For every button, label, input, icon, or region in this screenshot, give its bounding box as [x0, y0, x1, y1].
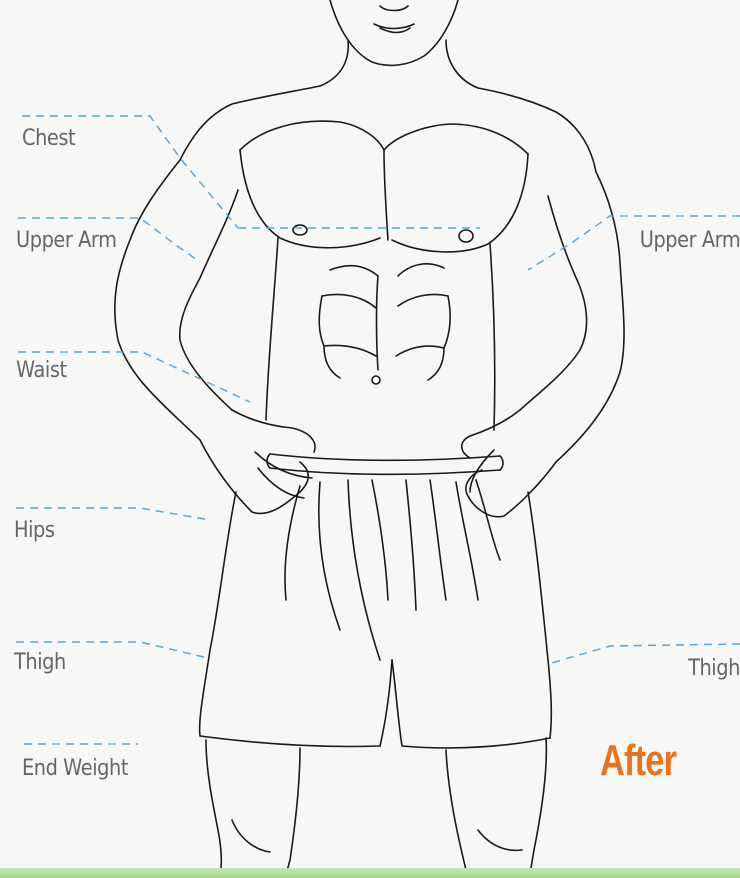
end-weight-label: End Weight: [22, 756, 128, 781]
thigh-left-label: Thigh: [14, 650, 66, 675]
after-heading: After: [600, 736, 676, 786]
upper-arm-left-label: Upper Arm: [16, 228, 117, 253]
bottom-green-band: [0, 868, 740, 878]
hips-label: Hips: [14, 518, 55, 543]
chest-label: Chest: [22, 126, 75, 151]
waist-label: Waist: [16, 358, 67, 383]
upper-arm-right-label: Upper Arm: [639, 228, 740, 253]
thigh-right-label: Thigh: [688, 656, 740, 681]
